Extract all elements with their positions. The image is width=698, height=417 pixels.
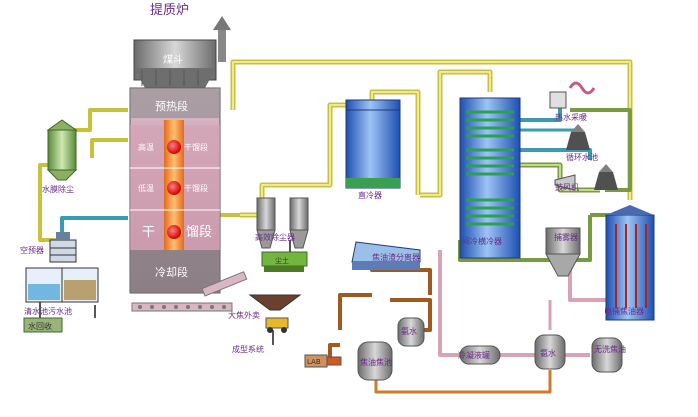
label-water-recycle: 水回收 [28, 321, 52, 331]
label-dry-mid: 干馏段 [184, 183, 208, 193]
label-preheat: 预热段 [155, 99, 188, 113]
tar-tank [357, 341, 393, 381]
heat-dot-icon [167, 140, 181, 154]
air-preheater [49, 232, 77, 263]
diagram-title: 提质炉 [150, 2, 189, 18]
label-dry-top: 干馏段 [184, 142, 208, 152]
hot-water-heater [549, 81, 596, 109]
heat-dot-icon [167, 225, 181, 239]
upgrade-furnace [129, 16, 248, 312]
no-wash-tank [591, 337, 623, 373]
coke-hopper [248, 294, 302, 333]
slant-conveyor [201, 271, 248, 297]
lab-pump [304, 354, 342, 368]
truck-icon [265, 317, 289, 329]
high-efficiency-dust-collector [256, 197, 309, 272]
defogger [545, 227, 581, 277]
label-ammonia-1: 氨水 [401, 326, 417, 336]
direct-cooler [345, 99, 401, 189]
label-intercooler: 间冷横冷器 [462, 236, 502, 246]
label-ammonia-2: 氨水 [540, 348, 556, 358]
label-condensate-tank: 冷凝液罐 [458, 350, 490, 360]
cooling-tower-1 [566, 124, 590, 150]
heat-dot-icon [167, 181, 181, 195]
water-film-scrubber [46, 119, 78, 181]
label-high-temp: 高温 [138, 142, 154, 152]
label-water-dust: 水膜除尘 [42, 184, 74, 194]
label-defogger: 捕雾器 [554, 232, 578, 242]
label-hi-eff-dust: 高效除尘器 [255, 232, 295, 242]
label-circ-water: 循环水池 [566, 152, 598, 162]
label-cooling: 冷却段 [155, 265, 188, 279]
conveyor [131, 302, 233, 312]
label-tar-tank: 焦油焦池 [360, 357, 392, 367]
clean-sewage-pool [25, 267, 99, 303]
label-coal-hopper: 煤斗 [163, 53, 183, 66]
label-dry-main-b: 馏段 [186, 225, 212, 240]
label-low-temp: 低温 [138, 183, 154, 193]
label-tar-capture: 电捕焦油器 [604, 306, 644, 316]
chimney-cap-icon [213, 16, 231, 30]
label-ash: 尘土 [275, 256, 289, 265]
label-clean-sewage-pool: 清水池污水池 [24, 306, 72, 316]
cooling-tower-2 [594, 164, 618, 190]
label-dry-main-a: 干 [142, 225, 155, 240]
label-air-preheater: 空预器 [20, 245, 44, 255]
water-recycle-box [23, 317, 63, 333]
label-no-wash-tank: 无洗焦油 [594, 344, 626, 354]
label-coke-out: 大焦外卖 [228, 310, 260, 320]
label-blower: 鼓风机 [555, 182, 579, 192]
ammonia-tank-2 [534, 334, 566, 370]
electric-tar-catcher [605, 205, 655, 321]
inter-cooler [459, 97, 521, 259]
label-direct-cooler: 直冷器 [358, 190, 382, 200]
ammonia-tank-1 [397, 317, 425, 347]
tar-separator [351, 241, 421, 270]
label-tar-separator: 焦油渣分离器 [372, 252, 420, 262]
condensate-tank [459, 345, 501, 365]
label-molding-system: 成型系统 [232, 344, 264, 354]
chimney [218, 22, 226, 62]
label-hot-water-heating: 热水采暖 [555, 112, 587, 122]
blower-icon [554, 174, 576, 191]
label-lab: LAB [307, 358, 321, 366]
